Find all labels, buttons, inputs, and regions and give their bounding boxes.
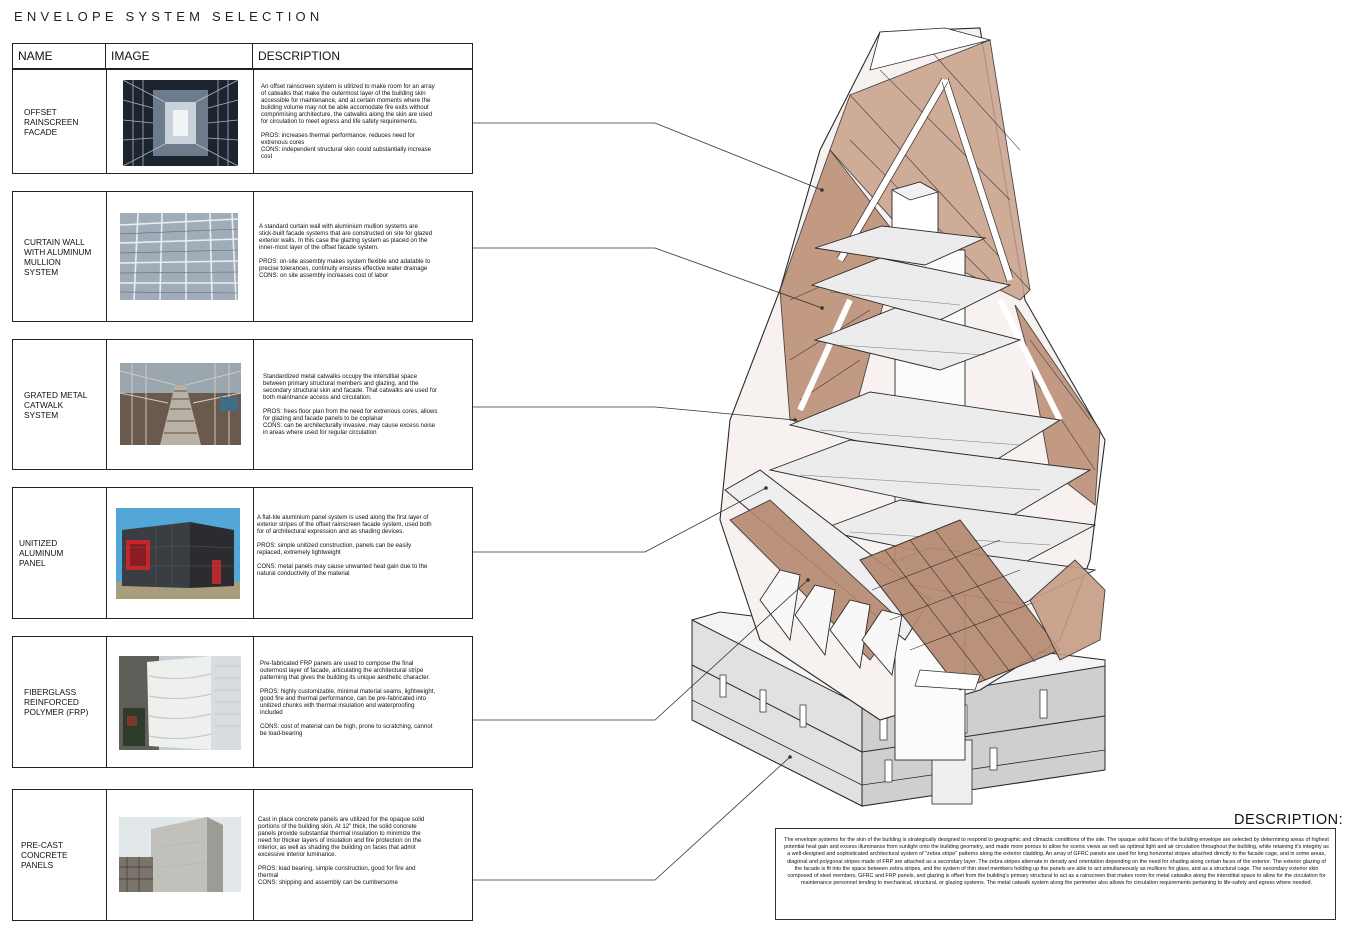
atrium-catwalk-photo <box>123 80 238 166</box>
row-name: OFFSET RAINSCREEN FACADE <box>24 106 79 137</box>
description-box: The envelope systems for the skin of the… <box>775 828 1336 920</box>
row-description: Standardized metal catwalks occupy the i… <box>263 373 438 437</box>
metal-catwalk-photo <box>120 363 241 445</box>
row-description: A flat-tile aluminium panel system is us… <box>257 514 432 578</box>
table-row-aluminum-panel: UNITIZED ALUMINUM PANEL A flat-tile alum… <box>12 487 473 619</box>
table-row-frp: FIBERGLASS REINFORCED POLYMER (FRP) <box>12 636 473 768</box>
row-description: Pre-fabricated FRP panels are used to co… <box>260 660 436 738</box>
building-envelope-illustration <box>691 27 1106 807</box>
table-row-precast-concrete: PRE-CAST CONCRETE PANELS Cast in place c… <box>12 789 473 921</box>
row-name: PRE-CAST CONCRETE PANELS <box>21 840 68 870</box>
curtain-wall-photo <box>120 213 238 300</box>
row-description: Cast in place concrete panels are utiliz… <box>258 816 425 887</box>
header-image: IMAGE <box>105 43 253 69</box>
row-name: CURTAIN WALL WITH ALUMINUM MULLION SYSTE… <box>24 236 92 277</box>
frp-facade-photo <box>119 656 241 750</box>
aluminum-panel-building-photo <box>116 508 240 599</box>
table-row-curtain-wall: CURTAIN WALL WITH ALUMINUM MULLION SYSTE… <box>12 191 473 322</box>
row-name: UNITIZED ALUMINUM PANEL <box>19 538 64 568</box>
row-description: An offset rainscreen system is utilized … <box>261 83 435 161</box>
front-fin-panels <box>724 27 1106 691</box>
table-row-offset-rainscreen: OFFSET RAINSCREEN FACADE An offset ra <box>12 69 473 174</box>
core-and-floors <box>768 181 1097 761</box>
row-name: FIBERGLASS REINFORCED POLYMER (FRP) <box>24 687 89 717</box>
header-description: DESCRIPTION <box>252 43 473 69</box>
floor-slabs <box>768 225 1097 606</box>
precast-concrete-photo <box>119 817 241 892</box>
table-row-metal-catwalk: GRATED METAL CATWALK SYSTEM <box>12 339 473 470</box>
page-title: ENVELOPE SYSTEM SELECTION <box>14 9 324 24</box>
description-text: The envelope systems for the skin of the… <box>784 837 1329 887</box>
row-name: GRATED METAL CATWALK SYSTEM <box>24 389 88 420</box>
description-title: DESCRIPTION: <box>1234 812 1344 828</box>
row-description: A standard curtain wall with aluminium m… <box>259 223 433 280</box>
header-name: NAME <box>12 43 106 69</box>
